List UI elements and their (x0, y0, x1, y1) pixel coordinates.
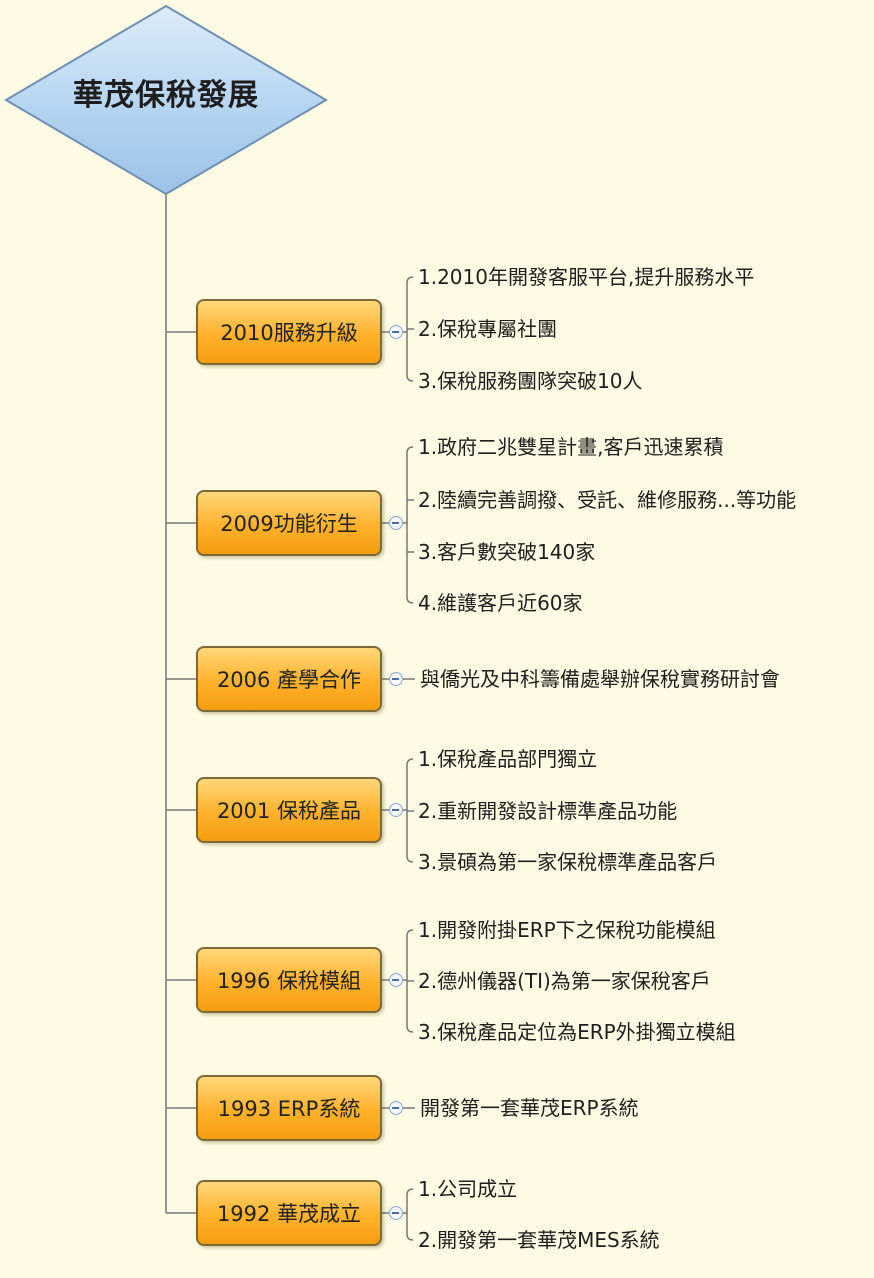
branch-node[interactable]: 2009功能衍生 (196, 490, 382, 556)
leaf-item: 4.維護客戶近60家 (418, 591, 583, 615)
collapse-toggle-icon[interactable] (389, 516, 403, 530)
branch-node[interactable]: 2001 保稅產品 (196, 777, 382, 843)
leaf-item: 2.陸續完善調撥、受託、維修服務...等功能 (418, 488, 797, 512)
leaf-item: 開發第一套華茂ERP系統 (420, 1096, 639, 1120)
leaf-item: 1.政府二兆雙星計畫,客戶迅速累積 (418, 435, 724, 459)
leaf-item: 3.客戶數突破140家 (418, 540, 596, 564)
branch-node[interactable]: 2006 產學合作 (196, 646, 382, 712)
leaf-item: 1.開發附掛ERP下之保稅功能模組 (418, 918, 716, 942)
leaf-item: 2.重新開發設計標準產品功能 (418, 799, 678, 823)
leaf-item: 3.景碩為第一家保稅標準產品客戶 (418, 850, 718, 874)
collapse-toggle-icon[interactable] (389, 973, 403, 987)
leaf-item: 1.公司成立 (418, 1177, 518, 1201)
leaf-item: 3.保稅服務團隊突破10人 (418, 369, 643, 393)
leaf-item: 2.保稅專屬社團 (418, 317, 558, 341)
branch-node[interactable]: 1996 保稅模組 (196, 947, 382, 1013)
leaf-item: 2.德州儀器(TI)為第一家保稅客戶 (418, 969, 711, 993)
leaf-item: 3.保稅產品定位為ERP外掛獨立模組 (418, 1020, 736, 1044)
branch-node[interactable]: 1992 華茂成立 (196, 1180, 382, 1246)
leaf-item: 與僑光及中科籌備處舉辦保稅實務研討會 (420, 667, 780, 691)
collapse-toggle-icon[interactable] (389, 803, 403, 817)
leaf-item: 1.2010年開發客服平台,提升服務水平 (418, 265, 755, 289)
bracket-line (406, 1188, 414, 1241)
branch-node[interactable]: 1993 ERP系統 (196, 1075, 382, 1141)
collapse-toggle-icon[interactable] (389, 1206, 403, 1220)
leaf-item: 2.開發第一套華茂MES系統 (418, 1228, 660, 1252)
collapse-toggle-icon[interactable] (389, 325, 403, 339)
bracket-line (406, 446, 414, 604)
root-title: 華茂保稅發展 (73, 78, 259, 113)
leaf-item: 1.保稅產品部門獨立 (418, 747, 598, 771)
collapse-toggle-icon[interactable] (389, 1101, 403, 1115)
branch-node[interactable]: 2010服務升級 (196, 299, 382, 365)
collapse-toggle-icon[interactable] (389, 672, 403, 686)
